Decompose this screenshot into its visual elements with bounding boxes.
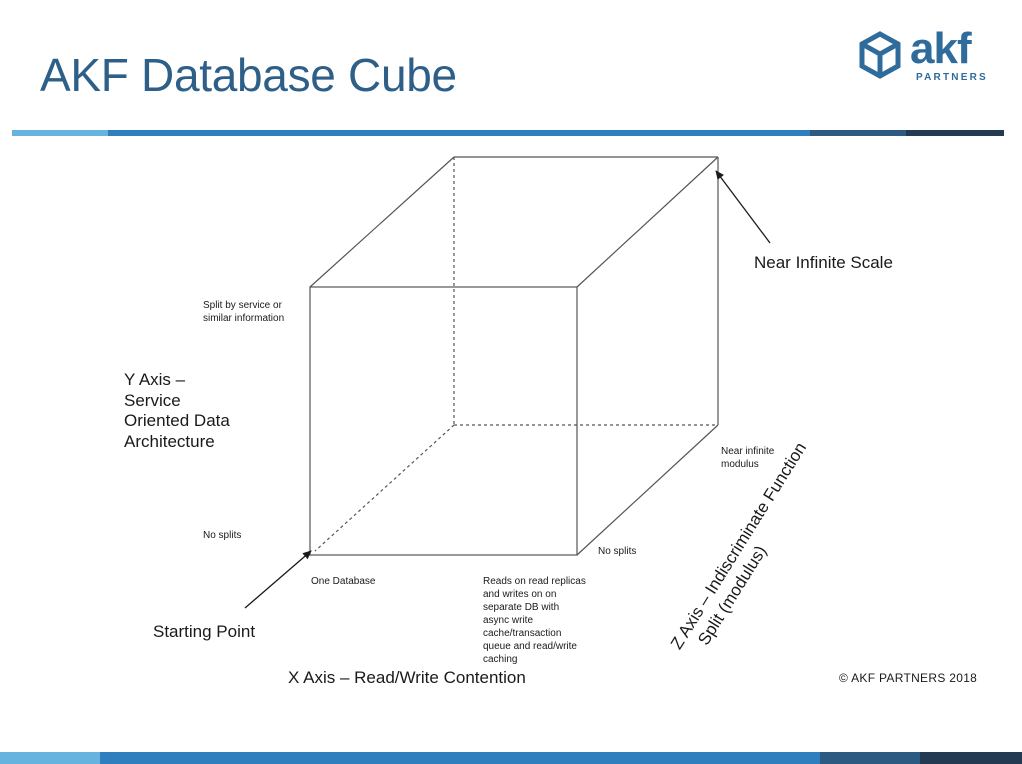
header-rule-dark — [810, 130, 906, 136]
header-rule-darkest — [906, 130, 1004, 136]
near-infinite-scale-label: Near Infinite Scale — [754, 253, 893, 272]
cube-bottom-right-edge — [576, 424, 719, 556]
y-axis-label: Y Axis – Service Oriented Data Architect… — [124, 370, 230, 452]
logo-name: akf — [910, 24, 972, 73]
x-axis-right-note: Reads on read replicas and writes on on … — [483, 576, 586, 665]
footer-rule-mid — [100, 752, 820, 764]
y-axis-bottom-note: No splits — [203, 530, 242, 541]
z-axis-far-note: Near infinite modulus — [721, 446, 775, 470]
header-rule-mid — [108, 130, 810, 136]
header-rule-light — [12, 130, 108, 136]
x-axis-label: X Axis – Read/Write Contention — [288, 668, 526, 687]
akf-logo-cube-icon — [859, 31, 901, 79]
cube-front-face — [309, 286, 578, 556]
page-title: AKF Database Cube — [40, 49, 457, 101]
footer-rule-dark — [820, 752, 920, 764]
cube-top-left-edge — [309, 156, 455, 288]
y-axis-top-note: Split by service or similar information — [203, 300, 285, 324]
copyright-notice: © AKF PARTNERS 2018 — [839, 671, 978, 685]
cube-top-right-edge — [576, 156, 719, 288]
logo-subtitle: PARTNERS — [916, 72, 988, 83]
starting-point-label: Starting Point — [153, 622, 256, 641]
x-axis-left-note: One Database — [311, 576, 376, 587]
z-axis-near-note: No splits — [598, 546, 637, 557]
starting-point-arrow — [244, 550, 312, 609]
footer-rule-darkest — [920, 752, 1022, 764]
cube-hidden-diagonal-edge — [314, 424, 455, 552]
footer-rule-light — [0, 752, 100, 764]
near-infinite-scale-arrow — [715, 170, 771, 244]
